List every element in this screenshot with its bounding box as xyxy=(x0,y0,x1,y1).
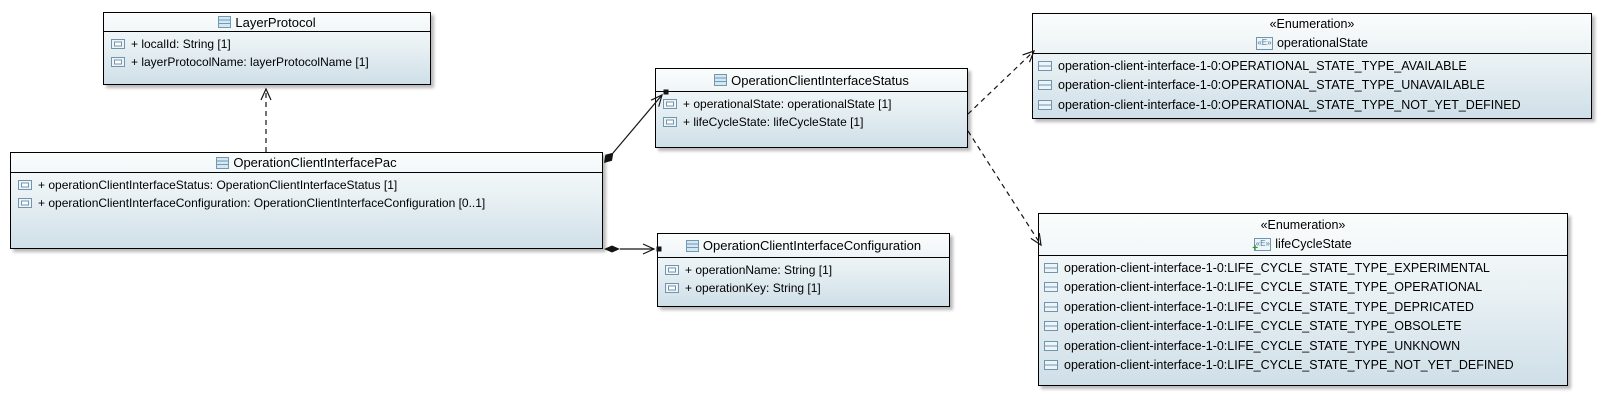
attribute-label: + operationKey: String [1] xyxy=(685,281,821,295)
attribute-row[interactable]: + operationalState: operationalState [1] xyxy=(656,95,967,113)
property-icon xyxy=(18,198,32,208)
property-icon xyxy=(111,57,125,67)
enumeration-icon: «E» xyxy=(1255,36,1273,50)
enumeration-literal-icon xyxy=(1044,321,1058,332)
enumeration-name: lifeCycleState xyxy=(1275,236,1352,251)
attribute-compartment: + operationClientInterfaceStatus: Operat… xyxy=(11,173,602,212)
enumeration-icon: «E» + xyxy=(1252,237,1272,254)
enumeration-name: operationalState xyxy=(1276,35,1369,50)
class-header: OperationClientInterfaceConfiguration xyxy=(658,234,949,258)
enumeration-literal-icon xyxy=(1044,282,1058,293)
enum-literal-label: operation-client-interface-1-0:OPERATION… xyxy=(1058,58,1467,73)
attribute-row[interactable]: + layerProtocolName: layerProtocolName [… xyxy=(104,53,430,71)
class-operationclientinterfaceconfiguration[interactable]: OperationClientInterfaceConfiguration + … xyxy=(657,233,950,307)
attribute-label: + operationName: String [1] xyxy=(685,263,833,277)
composition-link-pac-to-configuration[interactable] xyxy=(604,243,662,255)
class-header: OperationClientInterfaceStatus xyxy=(656,69,967,92)
stereotype-label: «Enumeration» xyxy=(1260,217,1346,232)
property-icon xyxy=(18,180,32,190)
class-header: OperationClientInterfacePac xyxy=(11,153,602,173)
property-icon xyxy=(663,99,677,109)
stereotype-label: «Enumeration» xyxy=(1269,16,1355,31)
class-icon xyxy=(216,156,230,169)
class-name: OperationClientInterfaceConfiguration xyxy=(702,238,922,253)
enum-literal-row[interactable]: operation-client-interface-1-0:LIFE_CYCL… xyxy=(1039,297,1567,317)
attribute-row[interactable]: + lifeCycleState: lifeCycleState [1] xyxy=(656,113,967,131)
class-header: LayerProtocol xyxy=(104,13,430,32)
literal-compartment: operation-client-interface-1-0:LIFE_CYCL… xyxy=(1039,256,1567,375)
attribute-label: + layerProtocolName: layerProtocolName [… xyxy=(131,55,369,69)
enum-literal-row[interactable]: operation-client-interface-1-0:LIFE_CYCL… xyxy=(1039,356,1567,376)
enum-literal-row[interactable]: operation-client-interface-1-0:LIFE_CYCL… xyxy=(1039,258,1567,278)
plus-decorator-icon: + xyxy=(1252,242,1259,254)
dependency-arrow-status-to-operationalstate[interactable] xyxy=(967,49,1036,115)
enum-literal-label: operation-client-interface-1-0:LIFE_CYCL… xyxy=(1064,280,1483,295)
property-icon xyxy=(665,265,679,275)
enumeration-literal-icon xyxy=(1044,340,1058,351)
class-operationclientinterfacestatus[interactable]: OperationClientInterfaceStatus + operati… xyxy=(655,68,968,148)
composition-diamond xyxy=(604,152,614,163)
literal-compartment: operation-client-interface-1-0:OPERATION… xyxy=(1033,54,1591,115)
attribute-compartment: + operationName: String [1] + operationK… xyxy=(658,258,949,297)
enumeration-lifecyclestate[interactable]: «Enumeration» «E» + lifeCycleState opera… xyxy=(1038,213,1568,386)
composition-diamond xyxy=(604,245,620,253)
class-icon xyxy=(218,16,232,28)
enum-literal-row[interactable]: operation-client-interface-1-0:OPERATION… xyxy=(1033,95,1591,115)
enumeration-header: «Enumeration» «E» + lifeCycleState xyxy=(1039,214,1567,256)
attribute-label: + localId: String [1] xyxy=(131,37,231,51)
property-icon xyxy=(111,39,125,49)
attribute-compartment: + localId: String [1] + layerProtocolNam… xyxy=(104,32,430,71)
enumeration-operationalstate[interactable]: «Enumeration» «E» operationalState opera… xyxy=(1032,13,1592,119)
class-name: OperationClientInterfaceStatus xyxy=(731,72,909,88)
enum-literal-label: operation-client-interface-1-0:LIFE_CYCL… xyxy=(1064,319,1462,334)
attribute-row[interactable]: + operationClientInterfaceStatus: Operat… xyxy=(11,176,602,194)
class-name: LayerProtocol xyxy=(235,14,316,30)
attribute-row[interactable]: + operationKey: String [1] xyxy=(658,279,949,297)
enumeration-literal-icon xyxy=(1044,301,1058,312)
class-operationclientinterfacepac[interactable]: OperationClientInterfacePac + operationC… xyxy=(10,152,603,249)
enum-literal-label: operation-client-interface-1-0:OPERATION… xyxy=(1058,78,1485,93)
enumeration-literal-icon xyxy=(1044,360,1058,371)
enum-literal-row[interactable]: operation-client-interface-1-0:LIFE_CYCL… xyxy=(1039,278,1567,298)
class-icon xyxy=(714,74,728,86)
attribute-row[interactable]: + localId: String [1] xyxy=(104,35,430,53)
enum-literal-row[interactable]: operation-client-interface-1-0:LIFE_CYCL… xyxy=(1039,317,1567,337)
enum-literal-label: operation-client-interface-1-0:LIFE_CYCL… xyxy=(1064,338,1461,353)
attribute-label: + operationalState: operationalState [1] xyxy=(683,97,892,111)
enumeration-literal-icon xyxy=(1044,262,1058,273)
enum-literal-row[interactable]: operation-client-interface-1-0:OPERATION… xyxy=(1033,56,1591,76)
class-layerprotocol[interactable]: LayerProtocol + localId: String [1] + la… xyxy=(103,12,431,85)
class-name: OperationClientInterfacePac xyxy=(233,155,397,170)
property-icon xyxy=(665,283,679,293)
enum-literal-label: operation-client-interface-1-0:OPERATION… xyxy=(1058,97,1521,112)
attribute-label: + operationClientInterfaceConfiguration:… xyxy=(38,196,486,210)
attribute-row[interactable]: + operationName: String [1] xyxy=(658,261,949,279)
attribute-label: + operationClientInterfaceStatus: Operat… xyxy=(38,178,398,192)
enum-literal-row[interactable]: operation-client-interface-1-0:LIFE_CYCL… xyxy=(1039,336,1567,356)
enumeration-literal-icon xyxy=(1038,60,1052,71)
enum-literal-label: operation-client-interface-1-0:LIFE_CYCL… xyxy=(1064,299,1474,314)
class-icon xyxy=(685,239,699,252)
attribute-label: + lifeCycleState: lifeCycleState [1] xyxy=(683,115,864,129)
attribute-compartment: + operationalState: operationalState [1]… xyxy=(656,92,967,131)
property-icon xyxy=(663,117,677,127)
enum-literal-row[interactable]: operation-client-interface-1-0:OPERATION… xyxy=(1033,76,1591,96)
enum-literal-label: operation-client-interface-1-0:LIFE_CYCL… xyxy=(1064,358,1514,373)
enum-literal-label: operation-client-interface-1-0:LIFE_CYCL… xyxy=(1064,260,1490,275)
dependency-arrow-status-to-lifecyclestate[interactable] xyxy=(967,130,1042,247)
enumeration-literal-icon xyxy=(1038,80,1052,91)
enumeration-literal-icon xyxy=(1038,99,1052,110)
attribute-row[interactable]: + operationClientInterfaceConfiguration:… xyxy=(11,194,602,212)
enumeration-header: «Enumeration» «E» operationalState xyxy=(1033,14,1591,54)
